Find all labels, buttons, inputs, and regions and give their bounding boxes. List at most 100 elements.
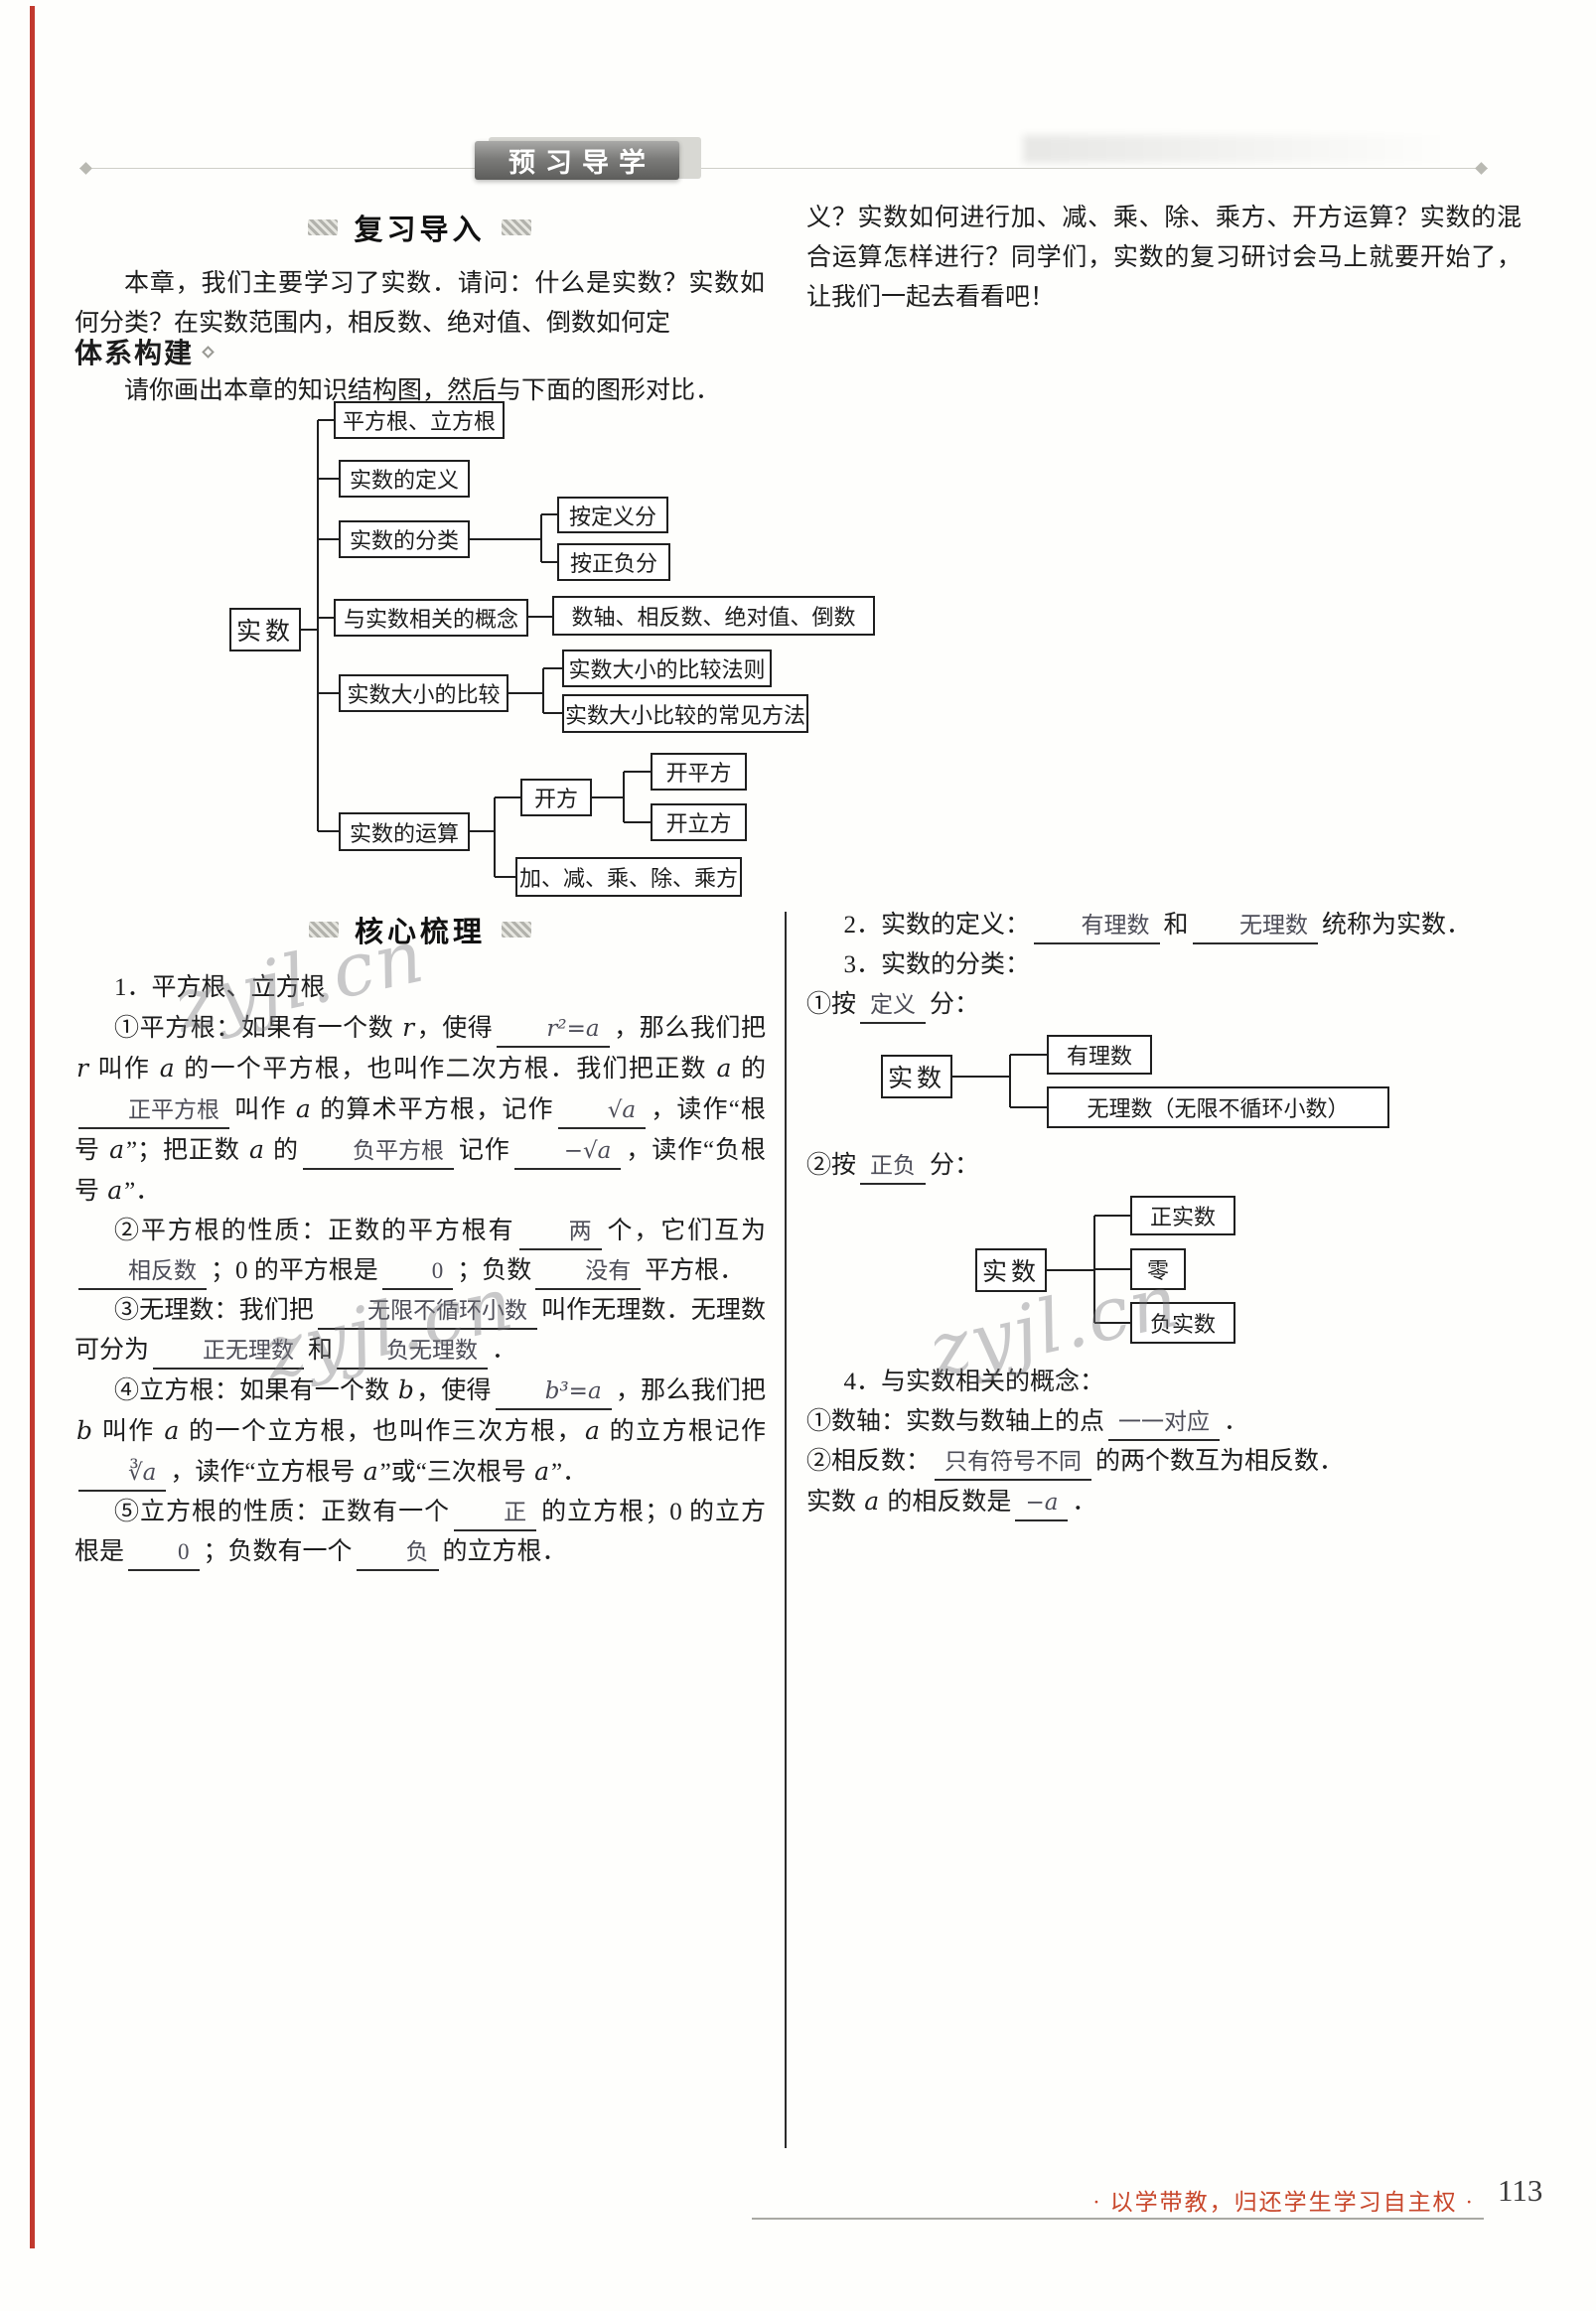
blank-answer: 0	[381, 1254, 454, 1290]
text-segment: ；负数有一个	[203, 1538, 353, 1565]
text-segment: ④立方根：如果有一个数	[114, 1377, 396, 1404]
text-segment: ”．	[551, 1459, 588, 1486]
text-segment: ①数轴：实数与数轴上的点	[806, 1408, 1105, 1435]
math-variable: b	[76, 1416, 93, 1445]
blank-answer: 正无理数	[153, 1334, 305, 1370]
system-heading: 体系构建	[74, 339, 195, 369]
related-concepts-title: 4．与实数相关的概念：	[843, 1369, 1105, 1395]
treeB-node-negative: 负实数	[1130, 1302, 1235, 1344]
tree-node-comparison: 实数大小的比较	[339, 674, 508, 712]
math-variable: a	[248, 1135, 264, 1164]
text-segment: ．	[492, 1337, 517, 1364]
text-segment: ③无理数：我们把	[114, 1297, 314, 1324]
text-segment: 的一个平方根，也叫作二次方根．我们把正数	[176, 1056, 715, 1083]
text-segment: 的立方根记作	[601, 1418, 766, 1445]
math-variable: a	[864, 1487, 880, 1516]
text-segment: 和	[1163, 912, 1189, 939]
text-segment: ，读作“根号	[74, 1096, 766, 1164]
core-heading-row: 核心梳理	[74, 909, 766, 950]
page-number: 113	[1498, 2173, 1543, 2208]
blank-answer: 一一对应	[1108, 1405, 1221, 1441]
diamond-ornament-left	[79, 162, 92, 175]
text-segment: ”或“三次根号	[379, 1459, 533, 1486]
blank-answer: 无理数	[1192, 909, 1319, 944]
blank-answer: 正负	[860, 1149, 927, 1185]
tree-node-related-concepts: 与实数相关的概念	[334, 599, 528, 637]
blank-answer: −√a	[513, 1134, 622, 1170]
stamp-ornament-icon	[501, 219, 531, 235]
text-segment: 的两个数互为相反数．	[1095, 1448, 1345, 1475]
tree-node-classification: 实数的分类	[339, 520, 470, 558]
text-segment: ，读作“立方根号	[170, 1459, 362, 1486]
tree-node-cube-root-op: 开立方	[651, 803, 747, 841]
scan-shadow	[1023, 135, 1450, 163]
blank-answer: −a	[1015, 1486, 1069, 1521]
stamp-ornament-icon	[308, 922, 339, 938]
definition-paragraph: 2．实数的定义：有理数和无理数统称为实数．	[806, 906, 1523, 945]
tree-node-arithmetic: 加、减、乘、除、乘方	[515, 857, 742, 897]
text-segment: 平方根．	[645, 1257, 745, 1284]
text-segment: ①按	[806, 991, 857, 1018]
blank-answer: 正	[454, 1496, 537, 1531]
tree-node-operations: 实数的运算	[339, 812, 470, 851]
classification-by-definition-diagram: 实数 有理数 无理数（无限不循环小数）	[806, 1035, 1523, 1136]
review-heading: 复习导入	[354, 215, 486, 246]
text-segment: ①平方根：如果有一个数	[114, 1015, 401, 1042]
opposite-number-paragraph: ②相反数：只有符号不同的两个数互为相反数．	[806, 1442, 1523, 1482]
tree-node-square-root-op: 开平方	[651, 753, 747, 791]
tree-node-comparison-methods: 实数大小比较的常见方法	[562, 694, 808, 733]
text-segment: 实数	[806, 1489, 863, 1516]
text-segment: 的相反数是	[881, 1489, 1012, 1516]
text-segment: ”．	[124, 1178, 161, 1205]
tree-node-root: 实数	[229, 608, 301, 651]
math-variable: a	[716, 1054, 732, 1083]
treeA-node-irrational: 无理数（无限不循环小数）	[1047, 1086, 1389, 1128]
classification-title: 3．实数的分类：	[843, 951, 1031, 978]
blank-answer: 负无理数	[337, 1334, 489, 1370]
number-line-paragraph: ①数轴：实数与数轴上的点一一对应．	[806, 1402, 1523, 1442]
banner-title: 预习导学	[508, 148, 655, 178]
page-edge-red-line	[30, 6, 35, 2248]
blank-answer: 正平方根	[78, 1093, 229, 1129]
system-heading-row: 体系构建	[74, 332, 215, 371]
tree-connectors	[952, 1054, 1047, 1108]
text-segment: ，那么我们把	[613, 1015, 766, 1042]
opposite-number-paragraph-2: 实数 a 的相反数是−a．	[806, 1482, 1523, 1522]
text-segment: 的	[733, 1056, 766, 1083]
text-segment: 叫作	[89, 1056, 158, 1083]
text-segment: ②相反数：	[806, 1448, 932, 1475]
math-variable: a	[363, 1457, 378, 1486]
core-item1-title: 1．平方根、立方根	[114, 974, 326, 1001]
math-variable: r	[402, 1013, 415, 1042]
text-segment: 的算术平方根，记作	[312, 1096, 554, 1123]
blank-answer: 两	[518, 1215, 602, 1250]
treeB-node-positive: 正实数	[1130, 1196, 1235, 1235]
text-segment: 分：	[930, 991, 980, 1018]
tree-node-comparison-rule: 实数大小的比较法则	[562, 650, 772, 687]
blank-answer: ∛a	[78, 1456, 167, 1492]
text-segment: ，读作“负根号	[74, 1137, 766, 1205]
text-segment: ，那么我们把	[615, 1377, 766, 1404]
text-segment: 2．实数的定义：	[843, 912, 1031, 939]
text-segment: ；负数	[457, 1257, 532, 1284]
math-variable: b	[397, 1375, 414, 1404]
math-variable: a	[159, 1054, 175, 1083]
system-intro: 请你画出本章的知识结构图，然后与下面的图形对比．	[124, 377, 721, 404]
blank-answer: 相反数	[78, 1254, 207, 1290]
text-segment: ⑤立方根的性质：正数有一个	[114, 1499, 451, 1525]
core-paragraph-3: ③无理数：我们把无限不循环小数叫作无理数．无理数可分为正无理数和负无理数．	[74, 1291, 766, 1371]
review-heading-row: 复习导入	[74, 207, 765, 248]
treeB-node-root: 实数	[975, 1248, 1047, 1292]
treeB-node-zero: 零	[1130, 1248, 1186, 1290]
blank-answer: 有理数	[1034, 909, 1160, 944]
tree-node-square-cube-root: 平方根、立方根	[334, 401, 505, 439]
text-segment: ②按	[806, 1152, 857, 1179]
text-segment: 的立方根；0 的立方根是	[74, 1499, 766, 1565]
math-variable: a	[585, 1416, 600, 1445]
text-segment: 个，它们互为	[605, 1218, 766, 1244]
review-paragraph-left: 本章，我们主要学习了实数．请问：什么是实数？实数如何分类？在实数范围内，相反数、…	[74, 270, 765, 337]
